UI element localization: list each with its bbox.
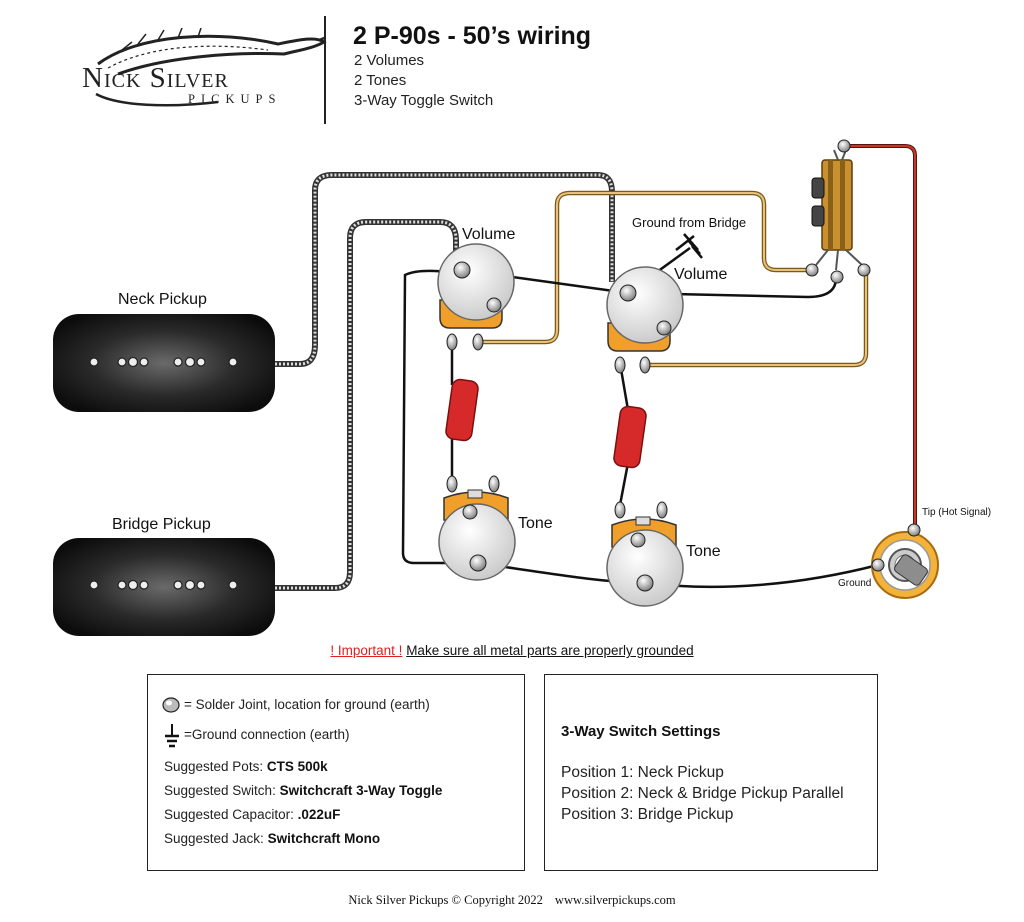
important-text: Make sure all metal parts are properly g… [406, 643, 694, 658]
jack-ground-label: Ground [838, 578, 872, 589]
important-flag: ! Important ! [330, 643, 403, 658]
ground-from-bridge-label: Ground from Bridge [632, 215, 747, 230]
volume-neck-label: Volume [462, 226, 516, 243]
legend-capacitor: Suggested Capacitor: .022uF [164, 807, 340, 822]
hot-wire [846, 144, 917, 525]
volume-pot-neck [437, 243, 515, 351]
volume-bridge-label: Volume [674, 266, 728, 283]
important-notice: ! Important ! Make sure all metal parts … [0, 643, 1024, 658]
tone-pot-neck [438, 475, 516, 581]
capacitor-neck: .022uF CAP [445, 378, 482, 449]
header-line-switch: 3-Way Toggle Switch [354, 92, 494, 109]
diagram-title: 2 P-90s - 50’s wiring [353, 22, 592, 50]
neck-pickup-label: Neck Pickup [118, 291, 207, 308]
legend-switch: Suggested Switch: Switchcraft 3-Way Togg… [164, 783, 442, 798]
bridge-pickup [53, 538, 275, 636]
legend-ground-text: =Ground connection (earth) [184, 727, 350, 742]
legend-pots: Suggested Pots: CTS 500k [164, 759, 328, 774]
switch-settings-title: 3-Way Switch Settings [561, 723, 721, 740]
switch-settings-box: 3-Way Switch Settings Position 1: Neck P… [544, 674, 878, 871]
legend-cap-label: Suggested Capacitor: [164, 807, 294, 822]
neck-braided-cable [275, 172, 615, 367]
header-divider [324, 16, 326, 124]
footer-copyright: Nick Silver Pickups © Copyright 2022 [348, 893, 543, 907]
bridge-pickup-label: Bridge Pickup [112, 516, 211, 533]
footer-url: www.silverpickups.com [554, 893, 676, 907]
tone-pot-bridge [606, 501, 684, 607]
switch-position-3: Position 3: Bridge Pickup [561, 806, 734, 823]
volume-pot-bridge [606, 266, 684, 374]
tip-hot-signal-label: Tip (Hot Signal) [922, 507, 992, 518]
legend-jack-value: Switchcraft Mono [267, 831, 381, 846]
switch-position-2: Position 2: Neck & Bridge Pickup Paralle… [561, 785, 844, 802]
legend-jack: Suggested Jack: Switchcraft Mono [164, 831, 380, 846]
header-line-volumes: 2 Volumes [354, 52, 425, 69]
solder-joint-icon [162, 697, 180, 713]
bridge-braided-cable [275, 219, 459, 591]
three-way-toggle-switch [805, 139, 871, 284]
legend-pots-label: Suggested Pots: [164, 759, 264, 774]
legend-switch-label: Suggested Switch: [164, 783, 276, 798]
footer: Nick Silver Pickups © Copyright 2022 www.… [0, 893, 1024, 908]
output-jack [871, 523, 939, 599]
legend-solder-text: = Solder Joint, location for ground (ear… [184, 697, 430, 712]
switch-cloth-wires [478, 190, 869, 368]
header-line-tones: 2 Tones [354, 72, 407, 89]
legend-cap-value: .022uF [297, 807, 341, 822]
wiring-diagram: .022uF CAP .022uF CAP [53, 139, 939, 636]
tone-bridge-label: Tone [686, 543, 721, 560]
legend-jack-label: Suggested Jack: [164, 831, 264, 846]
tone-neck-label: Tone [518, 515, 553, 532]
logo-subtitle: PICKUPS [188, 92, 282, 106]
ground-symbol-icon [165, 724, 179, 748]
neck-pickup [53, 314, 275, 412]
ground-from-bridge-symbol [675, 233, 703, 259]
switch-position-1: Position 1: Neck Pickup [561, 764, 724, 781]
legend-pots-value: CTS 500k [266, 759, 328, 774]
legend-box: = Solder Joint, location for ground (ear… [147, 674, 525, 871]
capacitor-bridge: .022uF CAP [613, 405, 650, 476]
legend-switch-value: Switchcraft 3-Way Toggle [279, 783, 443, 798]
logo-wordmark: Nick Silver [82, 62, 229, 94]
